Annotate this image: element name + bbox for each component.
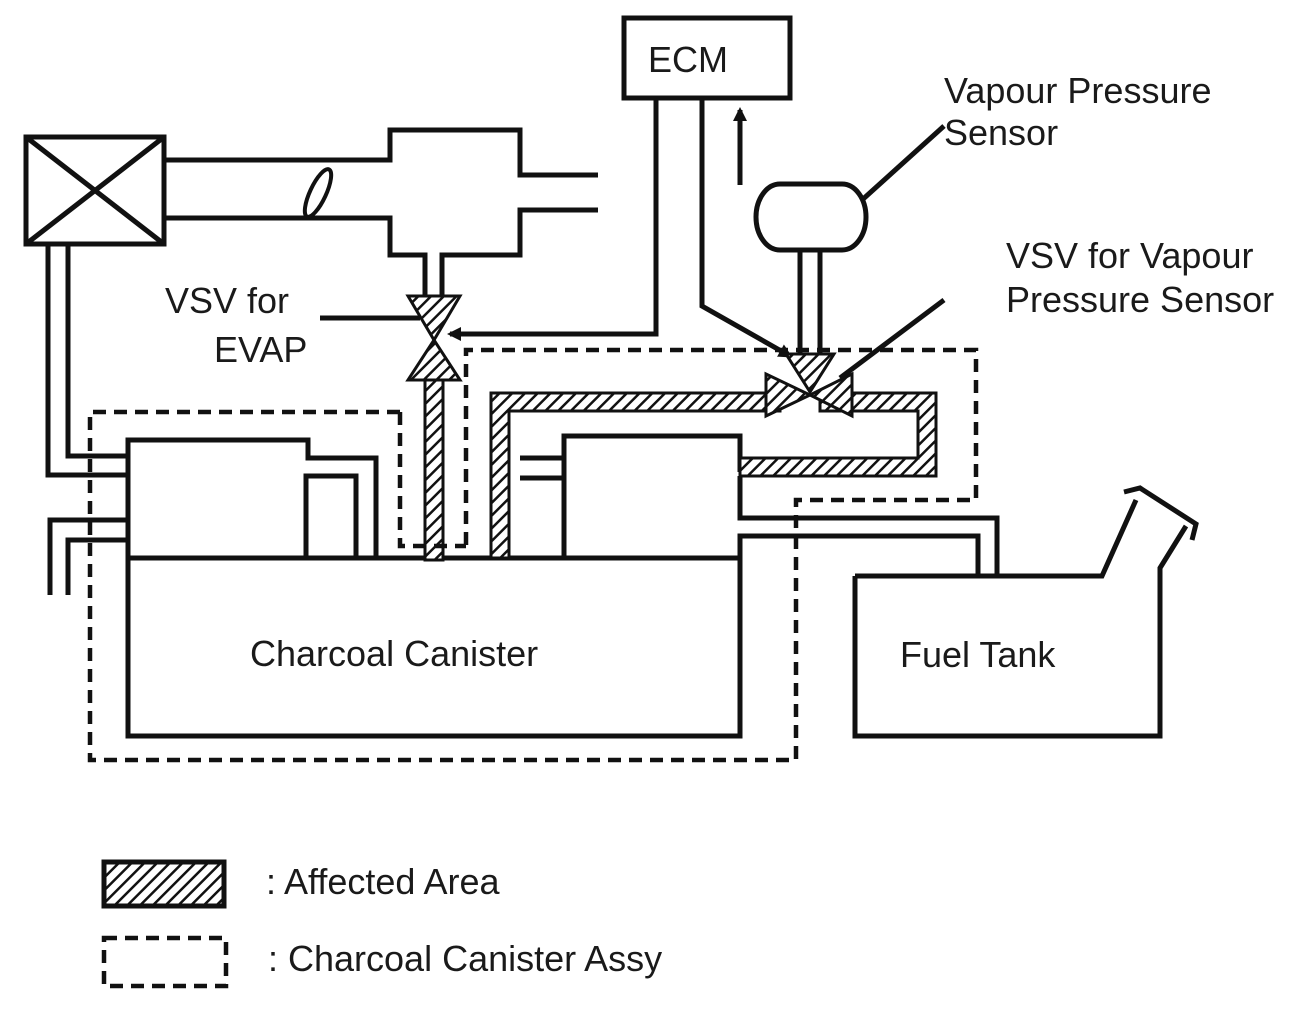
affected-purge-line bbox=[423, 374, 445, 562]
vapour-pressure-sensor-label: Vapour Pressure bbox=[944, 70, 1211, 111]
fuel-tank-line bbox=[737, 476, 1000, 736]
fuel-tank bbox=[852, 485, 1199, 739]
legend-affected-swatch bbox=[101, 859, 227, 909]
ecm-box bbox=[621, 15, 793, 101]
ecm-label: ECM bbox=[648, 39, 728, 80]
throttle-valve bbox=[302, 167, 334, 219]
legend-assy-swatch bbox=[101, 935, 229, 989]
vsv-evap bbox=[320, 294, 463, 382]
intake-pipe bbox=[164, 127, 598, 295]
vapour-pressure-sensor-label-2: Sensor bbox=[944, 112, 1058, 153]
canister-assy-outline bbox=[87, 347, 979, 763]
legend-assy-label: : Charcoal Canister Assy bbox=[268, 938, 662, 979]
air-cleaner bbox=[23, 134, 167, 247]
vsv-evap-label: VSV for bbox=[165, 280, 289, 321]
vsv-evap-label-2: EVAP bbox=[214, 329, 307, 370]
vsv-vapour-label-2: Pressure Sensor bbox=[1006, 279, 1274, 320]
legend: : Affected Area : Charcoal Canister Assy bbox=[101, 859, 662, 989]
vsv-vapour-pressure-sensor bbox=[764, 298, 946, 419]
charcoal-canister-label: Charcoal Canister bbox=[250, 633, 538, 674]
legend-affected-label: : Affected Area bbox=[266, 861, 500, 902]
fuel-tank-label: Fuel Tank bbox=[900, 634, 1056, 675]
vapour-pressure-sensor bbox=[753, 124, 946, 354]
air-cleaner-line bbox=[45, 244, 128, 595]
ecm-wires bbox=[447, 98, 793, 359]
vsv-vapour-label: VSV for Vapour bbox=[1006, 235, 1253, 276]
